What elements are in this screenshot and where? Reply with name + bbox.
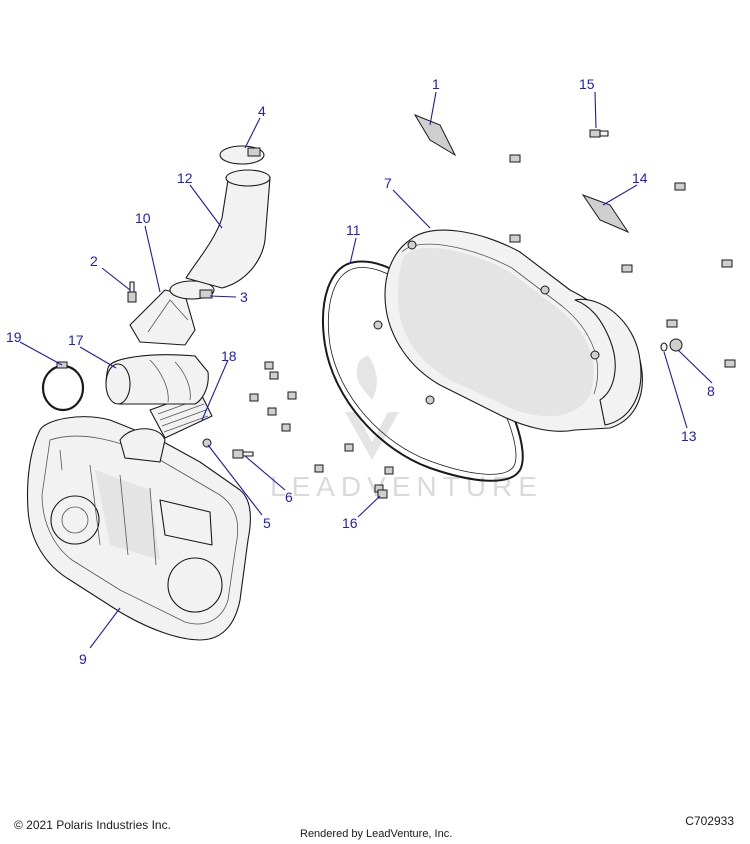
right-bolts xyxy=(509,129,736,368)
part-bolt-6[interactable] xyxy=(232,449,254,459)
part-clamp[interactable] xyxy=(41,361,85,412)
callout-10: 10 xyxy=(135,210,151,226)
part-fastener-5[interactable] xyxy=(202,438,212,448)
callout-17: 17 xyxy=(68,332,84,348)
part-bolt-16[interactable] xyxy=(377,489,388,499)
callout-7: 7 xyxy=(384,175,392,191)
part-decal-14[interactable] xyxy=(581,193,630,234)
callout-19: 19 xyxy=(6,329,22,345)
part-oring-13[interactable] xyxy=(660,342,668,352)
part-plug-8[interactable] xyxy=(669,338,683,352)
copyright-text: © 2021 Polaris Industries Inc. xyxy=(14,818,171,832)
callout-6: 6 xyxy=(285,489,293,505)
callout-12: 12 xyxy=(177,170,193,186)
callout-13: 13 xyxy=(681,428,697,444)
watermark-text: LEADVENTURE xyxy=(270,471,543,502)
callout-11: 11 xyxy=(346,222,361,238)
callout-5: 5 xyxy=(263,515,271,531)
callout-1: 1 xyxy=(432,76,440,92)
callout-18: 18 xyxy=(221,348,237,364)
part-hose-clamp-upper[interactable] xyxy=(219,145,265,165)
callout-15: 15 xyxy=(579,76,595,92)
callout-16: 16 xyxy=(342,515,358,531)
part-duct[interactable] xyxy=(105,354,209,405)
part-hose-clamp-lower[interactable] xyxy=(169,280,215,300)
callout-4: 4 xyxy=(258,103,266,119)
callout-9: 9 xyxy=(79,651,87,667)
callout-8: 8 xyxy=(707,383,715,399)
leader-lines xyxy=(19,91,713,649)
callout-2: 2 xyxy=(90,253,98,269)
part-inner-cover[interactable] xyxy=(373,229,643,432)
part-hose[interactable] xyxy=(185,169,271,289)
rendered-by-text: Rendered by LeadVenture, Inc. xyxy=(300,828,453,840)
callout-14: 14 xyxy=(632,170,648,186)
callout-3: 3 xyxy=(240,289,248,305)
callout-labels: 1 2 3 4 5 6 7 8 9 10 11 12 13 14 15 16 1… xyxy=(6,76,715,667)
watermark: LEADVENTURE xyxy=(270,355,543,502)
part-decal-1[interactable] xyxy=(413,113,457,157)
diagram-code: C702933 xyxy=(685,814,734,828)
part-intake-elbow[interactable] xyxy=(129,289,196,346)
part-screw-2[interactable] xyxy=(127,281,137,303)
part-outer-cover[interactable] xyxy=(26,416,251,641)
